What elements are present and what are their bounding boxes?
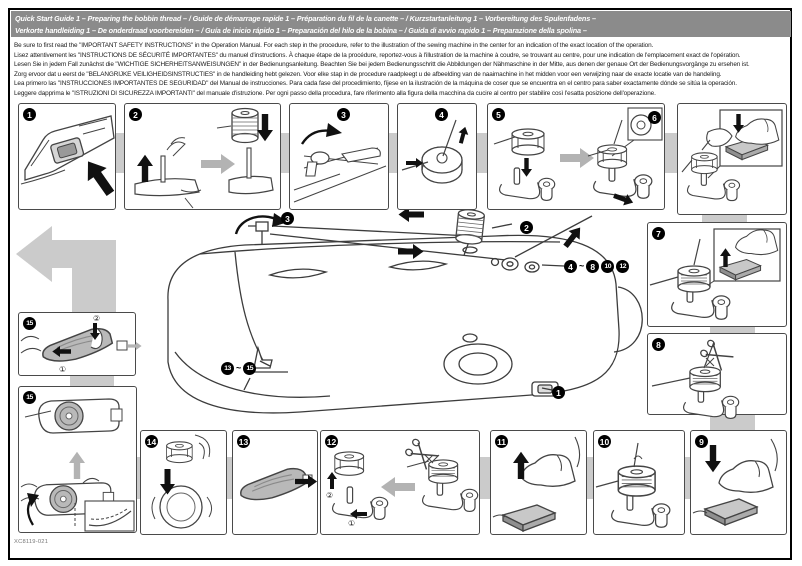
page-border [8,8,792,560]
inset-badge-6: 6 [648,111,661,124]
step-badge: 1 [23,108,36,121]
step-badge: 15 [23,317,36,330]
pedal-press-illustration [692,438,778,526]
step-badge: 4 [435,108,448,121]
step-box-9: 9 [690,430,787,535]
step-badge: 8 [652,338,665,351]
sewing-machine-illustration [167,207,643,414]
annotation-2: ② [93,314,101,323]
step-badge: 9 [695,435,708,448]
step-box-2: 2 [124,103,281,210]
intro-line-de: Lesen Sie in jedem Fall zunächst die "WI… [14,61,750,69]
connector [702,214,747,223]
connector [281,133,289,173]
step-box-5: 5 6 [487,103,665,210]
step-box-7: 7 [647,222,787,327]
header-line-1: Quick Start Guide 1 – Preparing the bobb… [15,14,596,23]
step-box-1: 1 [18,103,120,210]
step-badge: 11 [495,435,508,448]
range-tilde: ~ [236,363,242,373]
annotation-1: ① [59,365,67,374]
shuttle-thread-illustration [20,398,135,532]
bobbin-winder-shaft-illustration [493,107,663,209]
step-badge: 13 [237,435,250,448]
bobbin-wound-illustration [595,442,671,528]
machine-badge-2: 2 [520,221,533,234]
step-badge: 3 [337,108,350,121]
step-badge: 5 [492,108,505,121]
part-number: XC8119-021 [14,539,49,545]
step-badge: 10 [598,435,611,448]
spool-pin-illustration [134,107,274,209]
machine-badge-10: 10 [601,260,615,273]
machine-badge-1: 1 [552,386,565,399]
step-badge: 12 [325,435,338,448]
annotation-2: ② [326,491,334,500]
machine-badge-3: 3 [281,212,294,225]
step-box-14: 14 [140,430,227,535]
intro-line-fr: Lisez attentivement les "INSTRUCTIONS DE… [14,51,741,59]
header-title-bar: Quick Start Guide 1 – Preparing the bobb… [11,11,791,37]
intro-line-en: Be sure to first read the "IMPORTANT SAF… [14,42,654,49]
header-line-2: Verkorte handleiding 1 – De onderdraad v… [15,25,587,35]
connector [684,457,691,499]
bobbin-thread-hole-illustration [401,119,471,184]
connector [479,457,491,499]
connector [477,133,487,173]
pedal-release-illustration [492,436,581,532]
connector [226,457,233,499]
intro-line-nl: Zorg ervoor dat u eerst de "BELANGRIJKE … [14,70,722,78]
machine-badge-8: 8 [586,260,600,273]
step-box-3: 3 [289,103,389,210]
intro-line-it: Leggere dapprima le "ISTRUZIONI DI SICUR… [14,89,656,97]
connector [586,457,594,499]
remove-bobbin-illustration [327,437,479,520]
step-badge: 14 [145,435,158,448]
step-badge: 15 [23,391,36,404]
insert-bobbin-illustration [151,434,213,529]
intro-paragraph: Be sure to first read the "IMPORTANT SAF… [14,41,792,98]
machine-badge-4: 4 [564,260,577,273]
intro-line-es: Lea primero las "INSTRUCCIONES IMPORTANT… [14,80,737,88]
step-box-12: 12 ② ① [320,430,480,535]
connector [389,133,397,173]
cover-slide-illustration [240,467,318,501]
power-switch-illustration [20,115,120,200]
spool-on-machine [454,207,486,256]
connector [116,133,124,173]
step-box-11: 11 [490,430,587,535]
connector [710,326,755,334]
machine-badge-row-winder: 4 ~ 8 10 12 [564,260,630,273]
connector [135,457,141,499]
cut-thread-illustration [651,338,740,419]
cover-replace-illustration [20,323,142,362]
machine-badge-12: 12 [616,260,630,273]
step-box-8: 8 [647,333,787,419]
connector [70,375,114,387]
annotation-1: ① [348,519,356,528]
flow-arrow-left [16,226,116,312]
range-tilde: ~ [579,261,585,271]
machine-badge-15: 15 [243,362,257,375]
step-box-13: 13 [232,430,318,535]
connector [665,133,677,173]
machine-badge-13: 13 [221,362,234,375]
wind-start-illustration [681,109,783,202]
machine-badge-row-needle: 13 ~ 15 [221,362,257,375]
step-box-15-thread: 15 [18,386,137,533]
step-badge: 2 [129,108,142,121]
step-badge: 7 [652,227,665,240]
wind-stop-illustration [649,228,781,320]
step-box-15-cover: 15 ② ① [18,312,142,376]
connector [710,414,755,431]
step-box-4: 4 [397,103,477,210]
step-box-6 [677,103,787,215]
step-box-10: 10 [593,430,685,535]
thread-guide-illustration [293,123,387,203]
